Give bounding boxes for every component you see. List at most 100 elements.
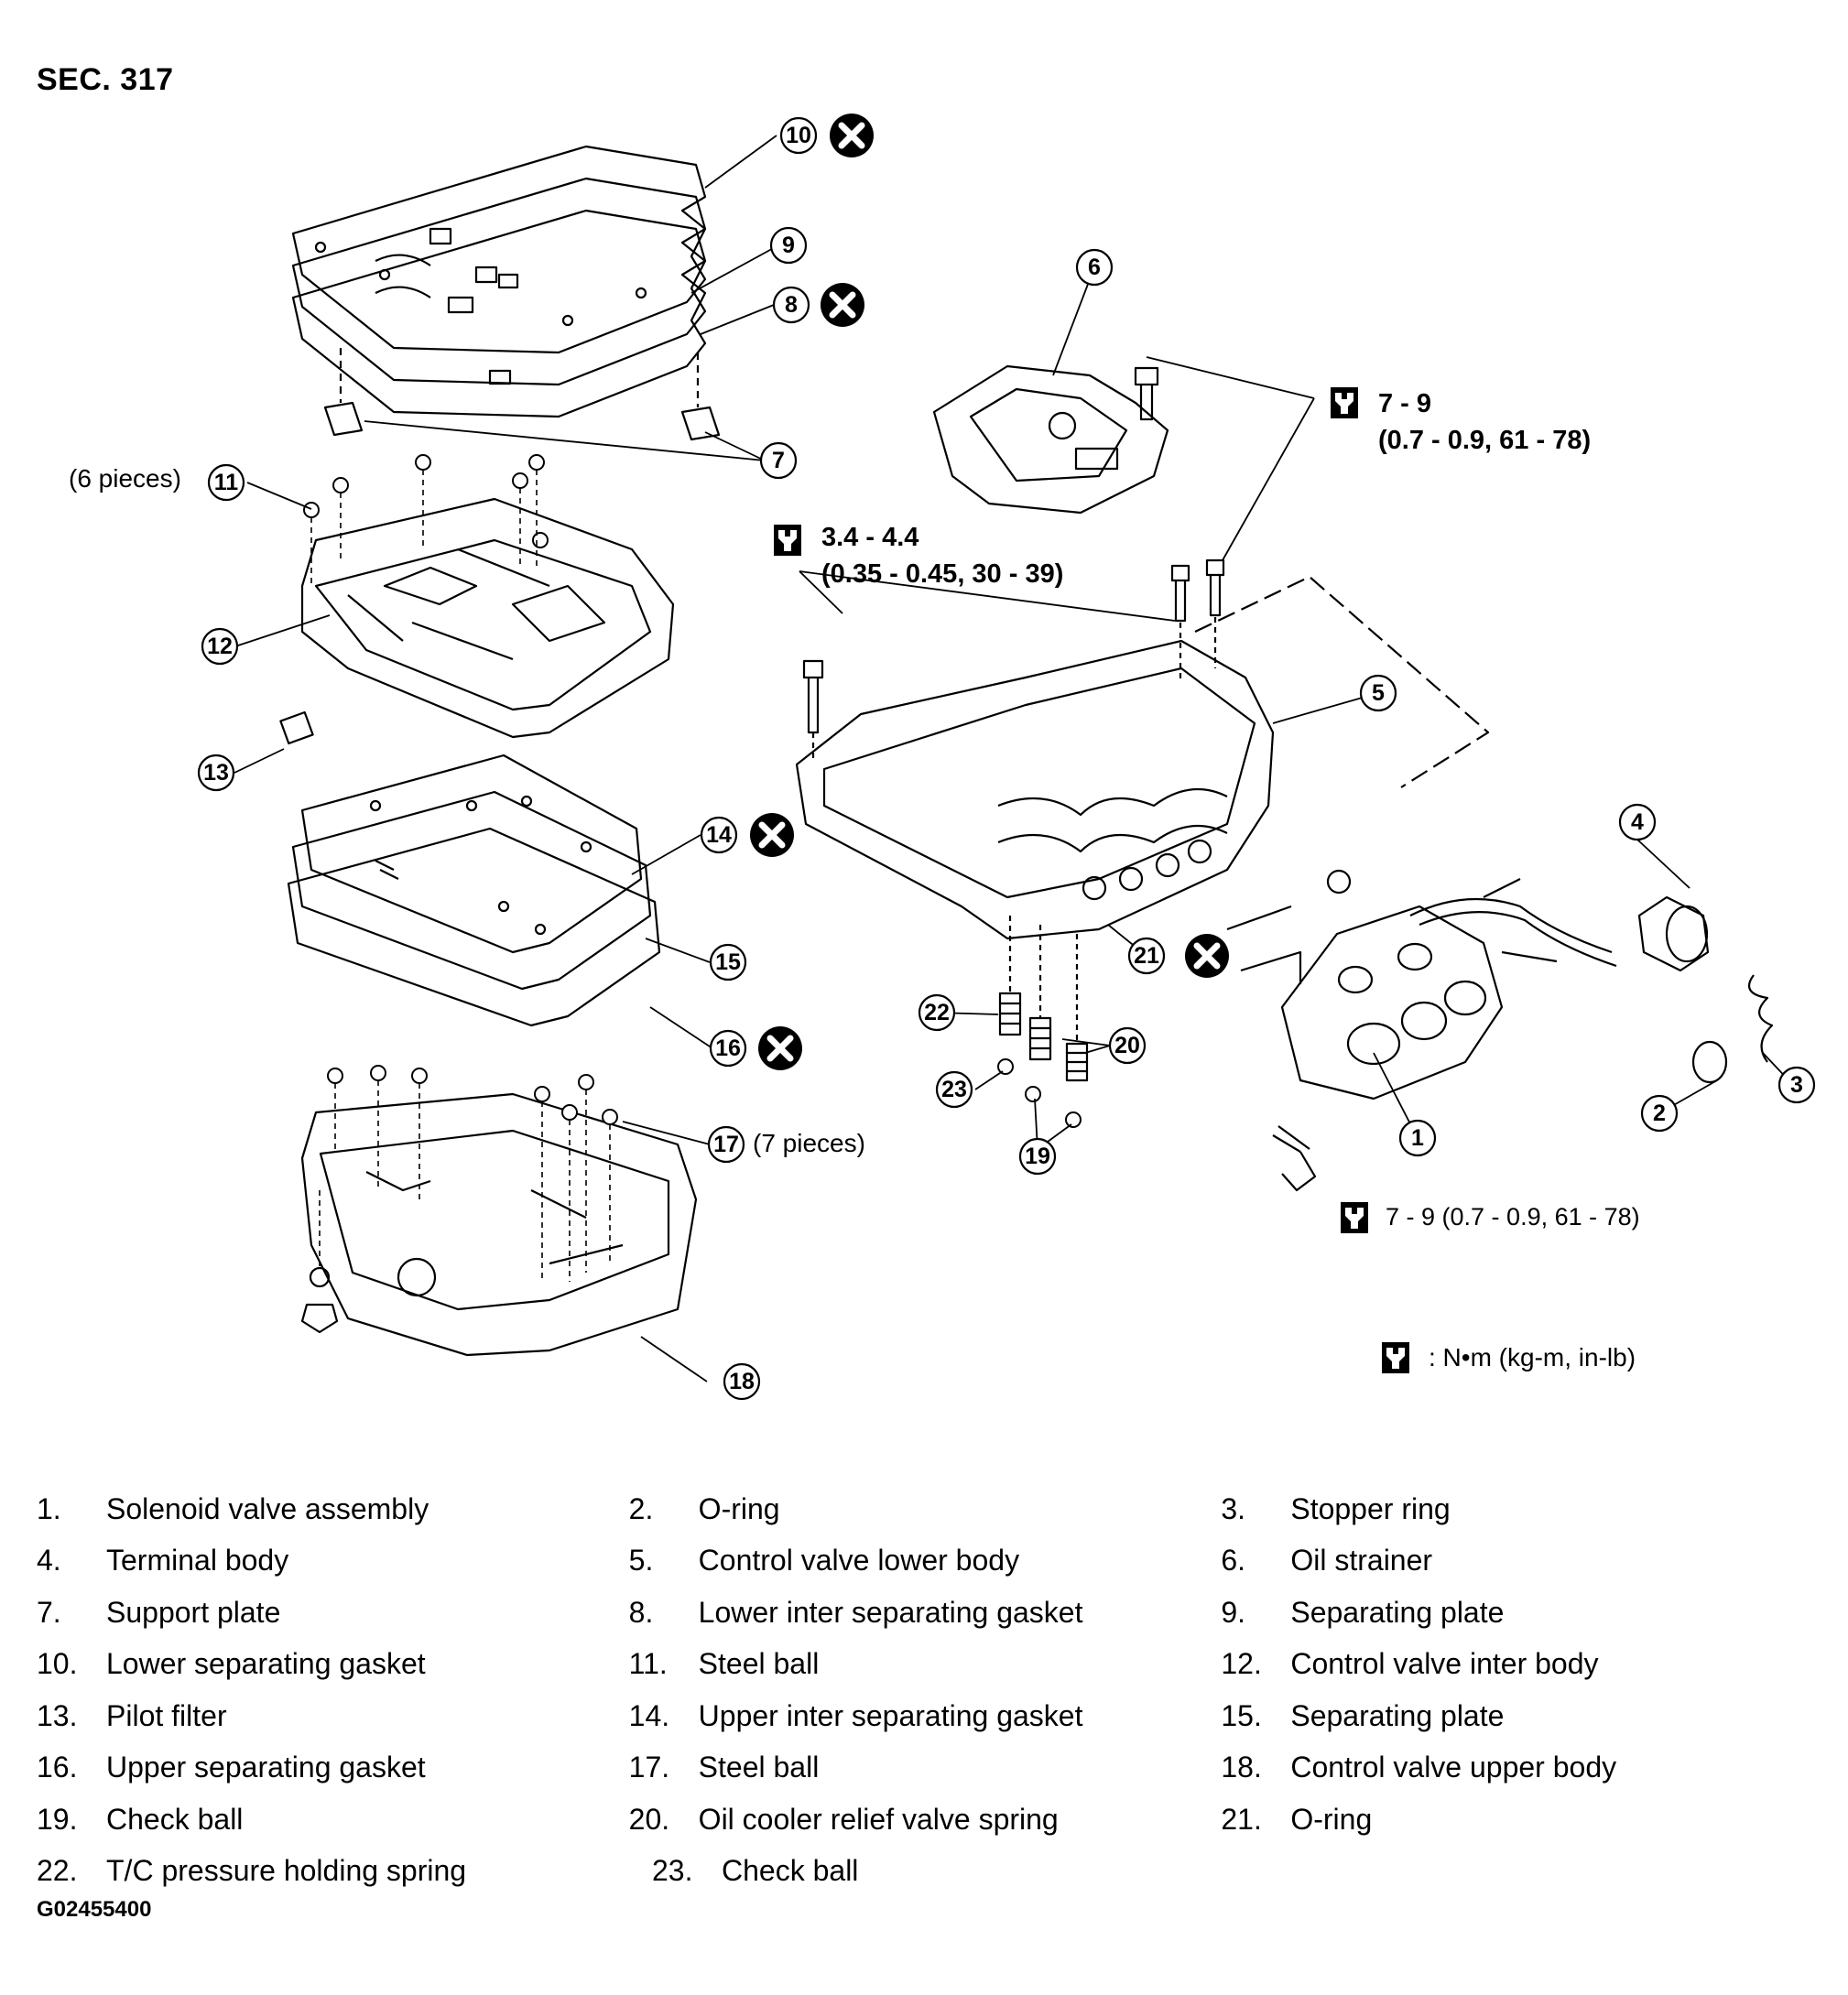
upper-separating-gasket-outline: [287, 827, 661, 1027]
replace-x-icon-14: [750, 813, 794, 857]
callout-11-num: 11: [214, 470, 239, 495]
legend-row: 22. T/C pressure holding spring 23.Check b…: [37, 1846, 1813, 1898]
legend-item-label: O-ring: [698, 1491, 780, 1525]
lower-inter-separating-gasket-outline: [291, 209, 707, 418]
torque-upper-right-value: 7 - 9: [1378, 389, 1431, 418]
seven-pieces-note: (7 pieces): [753, 1129, 865, 1157]
upper-inter-separating-gasket-outline: [300, 754, 643, 954]
callout-2-num: 2: [1653, 1101, 1666, 1126]
legend-item-label: Upper separating gasket: [106, 1751, 426, 1784]
legend-item-number: 1.: [37, 1491, 61, 1525]
callout-21-num: 21: [1134, 943, 1159, 969]
legend-item: 3.Stopper ring: [1221, 1492, 1813, 1526]
legend-item-number: 11.: [628, 1647, 668, 1681]
legend-item: 2. O-ring: [629, 1492, 1222, 1526]
callout-12: [201, 627, 239, 666]
legend-item-number: 20.: [628, 1802, 670, 1836]
legend-item-number: 18.: [1221, 1751, 1262, 1784]
legend-item-number: 7.: [37, 1595, 61, 1629]
legend-item: 12. Control valve inter body: [1221, 1647, 1813, 1681]
legend-item: 6.Oil strainer: [1221, 1544, 1813, 1578]
callout-14-num: 14: [706, 822, 732, 848]
terminal-body-outline: [1637, 895, 1710, 972]
legend-item: 23.Check ball: [652, 1854, 1267, 1888]
callout-3: [1777, 1066, 1816, 1104]
legend-item-label: Steel ball: [698, 1751, 820, 1784]
legend-item-label: Terminal body: [106, 1544, 289, 1578]
legend-item-label: Separating plate: [1290, 1595, 1505, 1629]
legend-item: 8.Lower inter separating gasket: [629, 1596, 1222, 1630]
support-plate-right: [680, 406, 721, 441]
legend-item: 22. T/C pressure holding spring: [37, 1854, 652, 1888]
control-valve-lower-body-outline: [795, 639, 1275, 940]
callout-13-num: 13: [203, 760, 229, 786]
replace-x-icon-21: [1185, 934, 1229, 978]
legend-item-label: O-ring: [1290, 1802, 1373, 1836]
legend-item: 4. Terminal body: [37, 1544, 629, 1578]
separating-plate-15-outline: [291, 790, 652, 991]
legend-item-number: 10.: [37, 1647, 78, 1681]
callout-8: [772, 286, 810, 324]
callout-16: [709, 1029, 747, 1068]
callout-17-num: 17: [713, 1132, 739, 1157]
support-plate-left: [323, 401, 364, 437]
legend-item-label: Support plate: [106, 1595, 281, 1629]
legend-item: 13.Pilot filter: [37, 1699, 629, 1733]
callout-13: [197, 754, 235, 792]
legend-item: 11. Steel ball: [629, 1647, 1222, 1681]
torque-wrench-icon: [1382, 1342, 1409, 1373]
legend-item-label: Stopper ring: [1290, 1491, 1451, 1525]
legend-item: 21.O-ring: [1221, 1803, 1813, 1837]
callout-10-num: 10: [786, 123, 811, 148]
solenoid-valve-assembly-outline: [1280, 905, 1504, 1101]
callout-7: [759, 441, 798, 480]
legend-item-number: 6.: [1221, 1544, 1246, 1578]
callout-18: [723, 1362, 761, 1401]
legend-item-label: Control valve inter body: [1290, 1647, 1599, 1681]
separating-plate-9-outline: [291, 177, 707, 386]
callout-14: [700, 816, 738, 854]
legend-item-number: 12.: [1221, 1647, 1262, 1681]
callout-5-num: 5: [1372, 680, 1385, 706]
callout-6: [1075, 248, 1114, 287]
callout-23: [935, 1070, 973, 1109]
legend-item-number: 4.: [37, 1544, 61, 1578]
torque-wrench-icon: [1341, 1202, 1368, 1233]
torque-middle-value: 3.4 - 4.4: [821, 523, 919, 552]
legend-item-label: Check ball: [722, 1854, 859, 1888]
callout-1: [1398, 1119, 1437, 1157]
legend-item-label: Check ball: [106, 1802, 244, 1836]
lower-separating-gasket-outline: [291, 145, 707, 354]
legend-item-label: Control valve upper body: [1290, 1751, 1617, 1784]
legend-item: 15.Separating plate: [1221, 1699, 1813, 1733]
legend-item: 14.Upper inter separating gasket: [629, 1699, 1222, 1733]
legend-item-number: 17.: [628, 1751, 670, 1784]
callout-22: [918, 993, 956, 1032]
oil-strainer-outline: [932, 364, 1169, 515]
torque-wrench-icon: [1331, 387, 1358, 418]
callout-16-num: 16: [715, 1035, 741, 1061]
legend-item: 18. Control valve upper body: [1221, 1751, 1813, 1784]
legend-row: 7. Support plate 8.Lower inter separating …: [37, 1587, 1813, 1639]
legend-item-number: 22.: [37, 1854, 78, 1888]
legend-item: 10.Lower separating gasket: [37, 1647, 629, 1681]
callout-19-num: 19: [1025, 1144, 1050, 1169]
legend-item-label: T/C pressure holding spring: [106, 1854, 467, 1888]
legend-item-label: Control valve lower body: [698, 1544, 1020, 1578]
replace-x-icon-10: [830, 114, 874, 157]
legend-item-number: 5.: [628, 1544, 654, 1578]
legend-item: 5. Control valve lower body: [629, 1544, 1222, 1578]
legend-item: 9.Separating plate: [1221, 1596, 1813, 1630]
callout-10: [779, 116, 818, 155]
legend-item-label: Steel ball: [698, 1647, 820, 1681]
legend-row: 4. Terminal body 5. Control valve lower bod…: [37, 1535, 1813, 1588]
dashed-outline: [1194, 575, 1490, 788]
replace-x-icon-16: [758, 1026, 802, 1070]
legend-item-number: 14.: [628, 1698, 670, 1732]
legend-item-number: 2.: [628, 1491, 654, 1525]
